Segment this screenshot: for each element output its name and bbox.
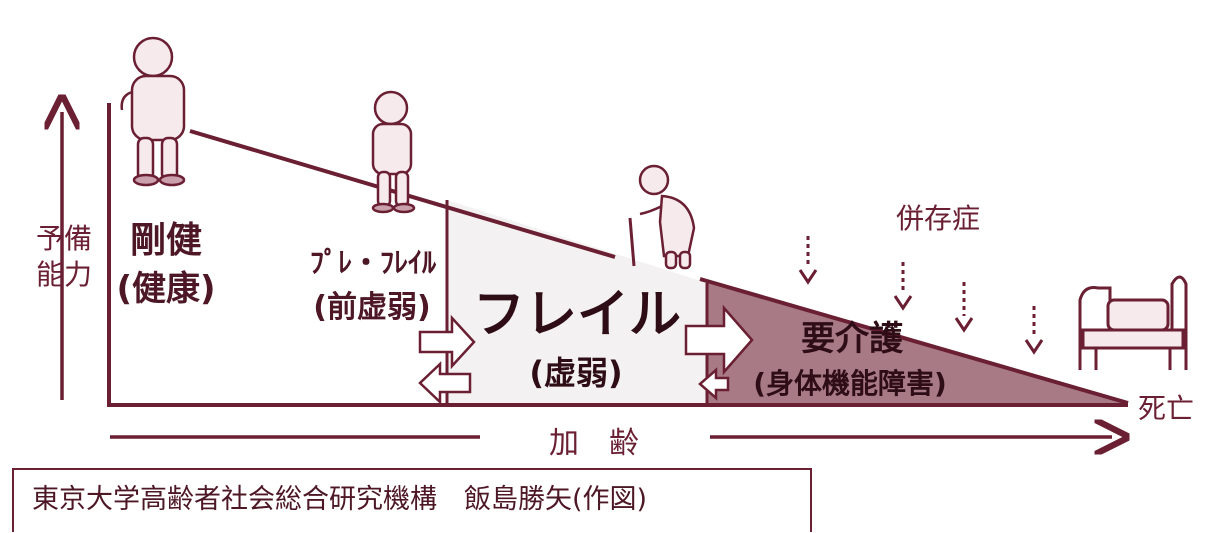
frail-elderly-person-with-cane-icon (628, 164, 696, 270)
y-axis-label-line2: 能力 (36, 258, 92, 291)
frail-subtitle: (虚弱) (529, 354, 622, 392)
down-dotted-arrow-icon (798, 236, 1044, 355)
prefrail-title: ﾌﾟﾚ・ﾌﾚｲﾙ (310, 246, 437, 279)
robust-elderly-man-icon (120, 36, 186, 187)
care-title: 要介護 (801, 319, 904, 359)
prefrail-elderly-man-icon (371, 90, 416, 214)
care-subtitle: (身体機能障害) (753, 367, 947, 400)
credit-box: 東京大学高齢者社会総合研究機構 飯島勝矢(作図) (12, 468, 812, 532)
decline-line-2 (699, 277, 1129, 405)
x-axis-label: 加 齢 (549, 426, 639, 461)
frail-title: フレイル (473, 285, 681, 345)
comorbidity-label: 併存症 (896, 202, 980, 235)
left-arrow-icon (418, 361, 472, 405)
left-arrow-icon (698, 367, 730, 401)
robust-subtitle: (健康) (116, 269, 215, 309)
right-arrow-icon (418, 314, 476, 370)
robust-title: 剛健 (130, 220, 202, 261)
credit-text: 東京大学高齢者社会総合研究機構 飯島勝矢(作図) (32, 484, 648, 515)
bed-icon (1078, 275, 1188, 370)
y-axis-label-line1: 予備 (36, 222, 92, 255)
frail-area (447, 200, 707, 405)
death-label: 死亡 (1138, 392, 1194, 425)
right-arrow-icon (684, 304, 754, 376)
prefrail-subtitle: (前虚弱) (313, 290, 430, 325)
